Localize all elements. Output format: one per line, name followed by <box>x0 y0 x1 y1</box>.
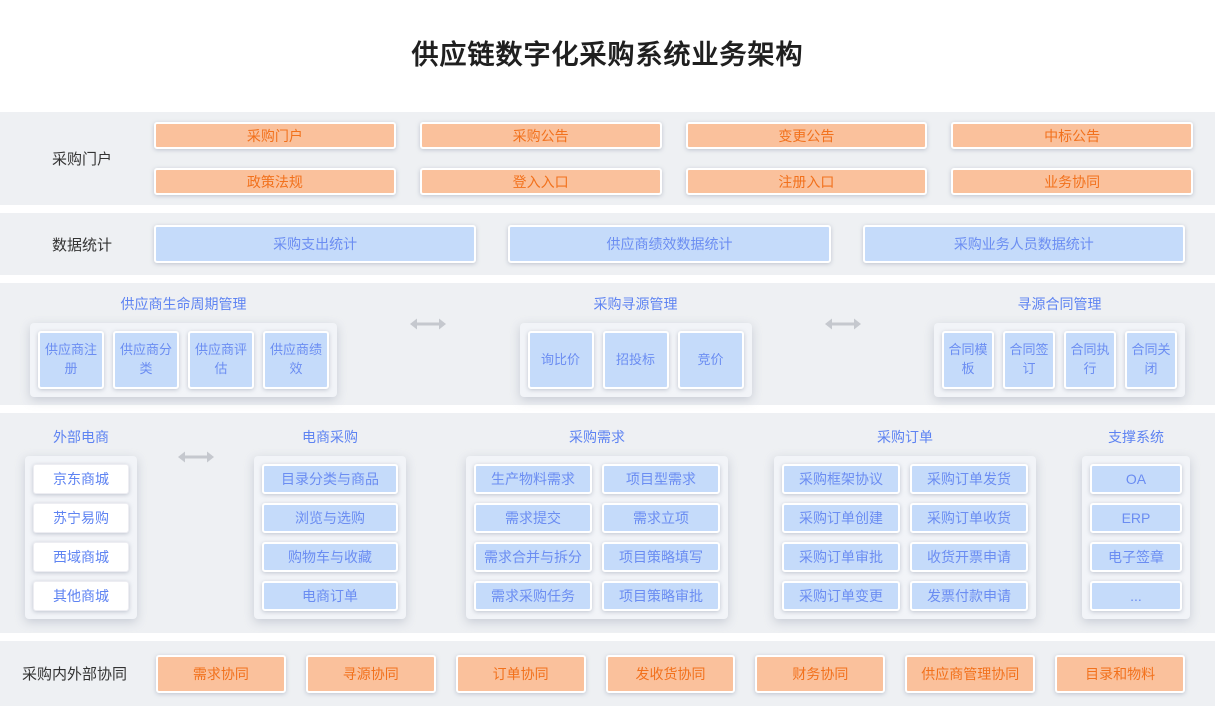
stats-row: 采购支出统计 供应商绩效数据统计 采购业务人员数据统计 <box>154 225 1185 263</box>
collab-button[interactable]: 供应商管理协同 <box>905 654 1036 693</box>
portal-section: 采购门户 采购门户 采购公告 变更公告 中标公告 政策法规 登入入口 注册入口 … <box>0 112 1215 205</box>
procurement-sourcing-title: 采购寻源管理 <box>593 296 678 312</box>
stats-section: 数据统计 采购支出统计 供应商绩效数据统计 采购业务人员数据统计 <box>0 213 1215 275</box>
order-button[interactable]: 采购订单创建 <box>782 503 900 533</box>
procurement-demand-title: 采购需求 <box>569 429 625 445</box>
external-ecommerce-title: 外部电商 <box>53 429 109 445</box>
external-ecommerce-group: 外部电商 京东商城 苏宁易购 西域商城 其他商城 <box>25 427 137 619</box>
bidirectional-arrow-icon <box>752 294 935 331</box>
demand-button[interactable]: 生产物料需求 <box>474 464 592 494</box>
stats-button[interactable]: 采购业务人员数据统计 <box>862 225 1185 263</box>
ecommerce-button[interactable]: 电商订单 <box>262 581 398 611</box>
order-button[interactable]: 采购订单变更 <box>782 581 900 611</box>
portal-button[interactable]: 注册入口 <box>685 168 928 195</box>
ecommerce-procurement-card: 目录分类与商品 浏览与选购 购物车与收藏 电商订单 <box>254 456 406 619</box>
stats-button[interactable]: 供应商绩效数据统计 <box>508 225 831 263</box>
supplier-lifecycle-title: 供应商生命周期管理 <box>120 296 247 312</box>
main-section: 外部电商 京东商城 苏宁易购 西域商城 其他商城 电商采购 目录分类与商品 浏览… <box>0 413 1215 633</box>
procurement-sourcing-card: 询比价 招投标 竞价 <box>519 323 752 397</box>
sourcing-button[interactable]: 竞价 <box>677 331 744 389</box>
portal-button[interactable]: 变更公告 <box>685 122 928 149</box>
demand-button[interactable]: 需求立项 <box>602 503 720 533</box>
lifecycle-button[interactable]: 供应商绩效 <box>263 331 329 389</box>
sourcing-button[interactable]: 招投标 <box>602 331 669 389</box>
portal-button[interactable]: 登入入口 <box>419 168 662 195</box>
sourcing-contract-card: 合同模板 合同签订 合同执行 合同关闭 <box>934 323 1185 397</box>
procurement-demand-group: 采购需求 生产物料需求 项目型需求 需求提交 需求立项 需求合并与拆分 项目策略… <box>466 427 728 619</box>
portal-grid: 采购门户 采购公告 变更公告 中标公告 政策法规 登入入口 注册入口 业务协同 <box>154 122 1193 195</box>
procurement-demand-card: 生产物料需求 项目型需求 需求提交 需求立项 需求合并与拆分 项目策略填写 需求… <box>466 456 728 619</box>
ecommerce-procurement-title: 电商采购 <box>302 429 358 445</box>
support-system-title: 支撑系统 <box>1108 429 1164 445</box>
group-spacer <box>406 427 466 450</box>
contract-button[interactable]: 合同执行 <box>1064 331 1116 389</box>
portal-button[interactable]: 采购公告 <box>419 122 662 149</box>
collab-button[interactable]: 订单协同 <box>455 654 586 693</box>
collab-button[interactable]: 目录和物料 <box>1055 654 1186 693</box>
contract-button[interactable]: 合同模板 <box>942 331 994 389</box>
collab-section-label: 采购内外部协同 <box>22 666 128 683</box>
demand-button[interactable]: 项目策略填写 <box>602 542 720 572</box>
support-system-group: 支撑系统 OA ERP 电子签章 ... <box>1082 427 1190 619</box>
lifecycle-button[interactable]: 供应商分类 <box>113 331 179 389</box>
sourcing-section: 供应商生命周期管理 供应商注册 供应商分类 供应商评估 供应商绩效 采购寻源管理… <box>0 283 1215 405</box>
ecommerce-button[interactable]: 购物车与收藏 <box>262 542 398 572</box>
demand-button[interactable]: 项目型需求 <box>602 464 720 494</box>
external-ecommerce-card: 京东商城 苏宁易购 西域商城 其他商城 <box>25 456 137 619</box>
purchase-order-group: 采购订单 采购框架协议 采购订单发货 采购订单创建 采购订单收货 采购订单审批 … <box>774 427 1036 619</box>
portal-button[interactable]: 中标公告 <box>951 122 1193 149</box>
support-system-card: OA ERP 电子签章 ... <box>1082 456 1190 619</box>
support-button[interactable]: 电子签章 <box>1090 542 1182 572</box>
mall-button[interactable]: 苏宁易购 <box>33 503 129 533</box>
collab-button[interactable]: 财务协同 <box>755 654 886 693</box>
collab-button[interactable]: 需求协同 <box>156 654 286 693</box>
support-button[interactable]: ... <box>1090 581 1182 611</box>
group-spacer <box>728 427 774 450</box>
portal-button[interactable]: 采购门户 <box>154 122 396 149</box>
order-button[interactable]: 发票付款申请 <box>910 581 1028 611</box>
collab-button[interactable]: 寻源协同 <box>305 654 436 693</box>
supplier-lifecycle-group: 供应商生命周期管理 供应商注册 供应商分类 供应商评估 供应商绩效 <box>30 294 337 397</box>
collab-row: 需求协同 寻源协同 订单协同 发收货协同 财务协同 供应商管理协同 目录和物料 <box>156 654 1186 693</box>
portal-section-label: 采购门户 <box>51 151 112 168</box>
ecommerce-button[interactable]: 目录分类与商品 <box>262 464 398 494</box>
contract-button[interactable]: 合同签订 <box>1003 331 1055 389</box>
mall-button[interactable]: 其他商城 <box>33 581 129 611</box>
order-button[interactable]: 收货开票申请 <box>910 542 1028 572</box>
group-spacer <box>1036 427 1082 450</box>
sourcing-contract-title: 寻源合同管理 <box>1017 296 1102 312</box>
sourcing-button[interactable]: 询比价 <box>527 331 594 389</box>
bidirectional-arrow-icon <box>137 427 254 464</box>
support-button[interactable]: OA <box>1090 464 1182 494</box>
supplier-lifecycle-card: 供应商注册 供应商分类 供应商评估 供应商绩效 <box>30 323 337 397</box>
lifecycle-button[interactable]: 供应商注册 <box>38 331 104 389</box>
order-button[interactable]: 采购框架协议 <box>782 464 900 494</box>
purchase-order-card: 采购框架协议 采购订单发货 采购订单创建 采购订单收货 采购订单审批 收货开票申… <box>774 456 1036 619</box>
page-title: 供应链数字化采购系统业务架构 <box>411 40 804 70</box>
lifecycle-button[interactable]: 供应商评估 <box>188 331 254 389</box>
collab-section: 采购内外部协同 需求协同 寻源协同 订单协同 发收货协同 财务协同 供应商管理协… <box>0 641 1215 706</box>
order-button[interactable]: 采购订单审批 <box>782 542 900 572</box>
portal-button[interactable]: 业务协同 <box>951 168 1193 195</box>
purchase-order-title: 采购订单 <box>877 429 933 445</box>
collab-button[interactable]: 发收货协同 <box>605 654 736 693</box>
demand-button[interactable]: 需求采购任务 <box>474 581 592 611</box>
ecommerce-button[interactable]: 浏览与选购 <box>262 503 398 533</box>
mall-button[interactable]: 西域商城 <box>33 542 129 572</box>
mall-button[interactable]: 京东商城 <box>33 464 129 494</box>
stats-section-label: 数据统计 <box>51 236 112 254</box>
demand-button[interactable]: 项目策略审批 <box>602 581 720 611</box>
demand-button[interactable]: 需求合并与拆分 <box>474 542 592 572</box>
demand-button[interactable]: 需求提交 <box>474 503 592 533</box>
order-button[interactable]: 采购订单收货 <box>910 503 1028 533</box>
contract-button[interactable]: 合同关闭 <box>1125 331 1177 389</box>
procurement-sourcing-group: 采购寻源管理 询比价 招投标 竞价 <box>519 294 752 397</box>
ecommerce-procurement-group: 电商采购 目录分类与商品 浏览与选购 购物车与收藏 电商订单 <box>254 427 406 619</box>
stats-button[interactable]: 采购支出统计 <box>154 225 477 263</box>
portal-button[interactable]: 政策法规 <box>154 168 396 195</box>
order-button[interactable]: 采购订单发货 <box>910 464 1028 494</box>
support-button[interactable]: ERP <box>1090 503 1182 533</box>
bidirectional-arrow-icon <box>337 294 520 331</box>
sourcing-contract-group: 寻源合同管理 合同模板 合同签订 合同执行 合同关闭 <box>934 294 1185 397</box>
